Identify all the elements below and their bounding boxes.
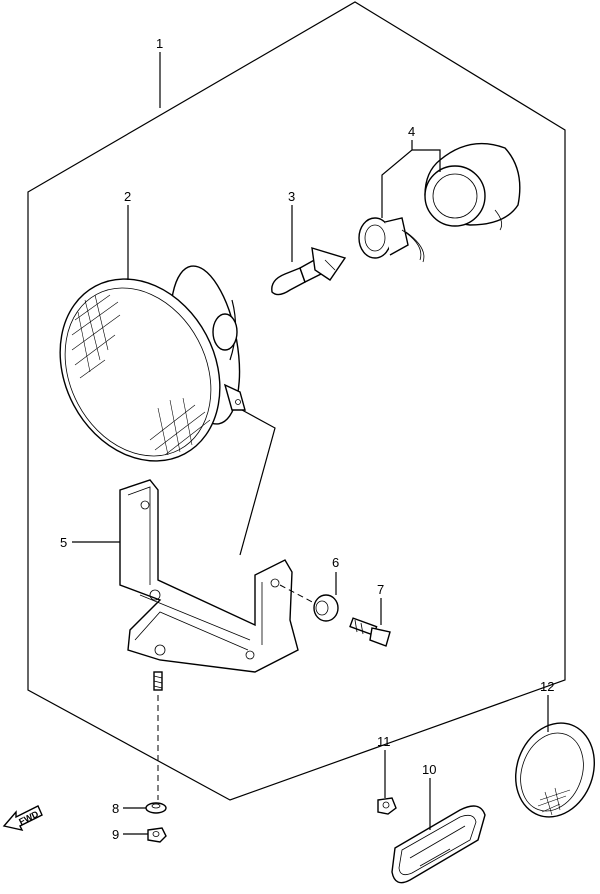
bracket-stud bbox=[153, 671, 163, 691]
arrow-down-left-icon bbox=[2, 805, 43, 832]
round-reflector-part bbox=[514, 722, 596, 818]
callout-3: 3 bbox=[288, 189, 295, 204]
callout-labels: 1 2 3 4 5 6 7 8 9 10 11 12 bbox=[60, 36, 554, 842]
fwd-marker: FWD bbox=[2, 805, 43, 832]
socket-cover-part bbox=[358, 142, 521, 263]
callout-7: 7 bbox=[377, 582, 384, 597]
leader-lines bbox=[72, 52, 549, 835]
callout-12: 12 bbox=[540, 679, 554, 694]
nut-part bbox=[147, 827, 167, 843]
assembly-boundary bbox=[27, 1, 566, 801]
grommet-part bbox=[313, 594, 339, 622]
bolt-dash-line bbox=[279, 584, 319, 606]
callout-4: 4 bbox=[408, 124, 415, 139]
rect-reflector-part bbox=[391, 805, 486, 884]
callout-9: 9 bbox=[112, 827, 119, 842]
headlight-part bbox=[59, 265, 246, 462]
callout-10: 10 bbox=[422, 762, 436, 777]
nut-part-11 bbox=[377, 797, 397, 815]
bracket-part bbox=[119, 479, 299, 673]
callout-11: 11 bbox=[377, 734, 391, 749]
mount-guide-line bbox=[239, 409, 276, 556]
callout-1: 1 bbox=[156, 36, 163, 51]
callout-2: 2 bbox=[124, 189, 131, 204]
bolt-part bbox=[349, 617, 391, 647]
callout-6: 6 bbox=[332, 555, 339, 570]
callout-8: 8 bbox=[112, 801, 119, 816]
washer-part bbox=[145, 802, 167, 814]
callout-5: 5 bbox=[60, 535, 67, 550]
bulb-part bbox=[271, 247, 347, 296]
